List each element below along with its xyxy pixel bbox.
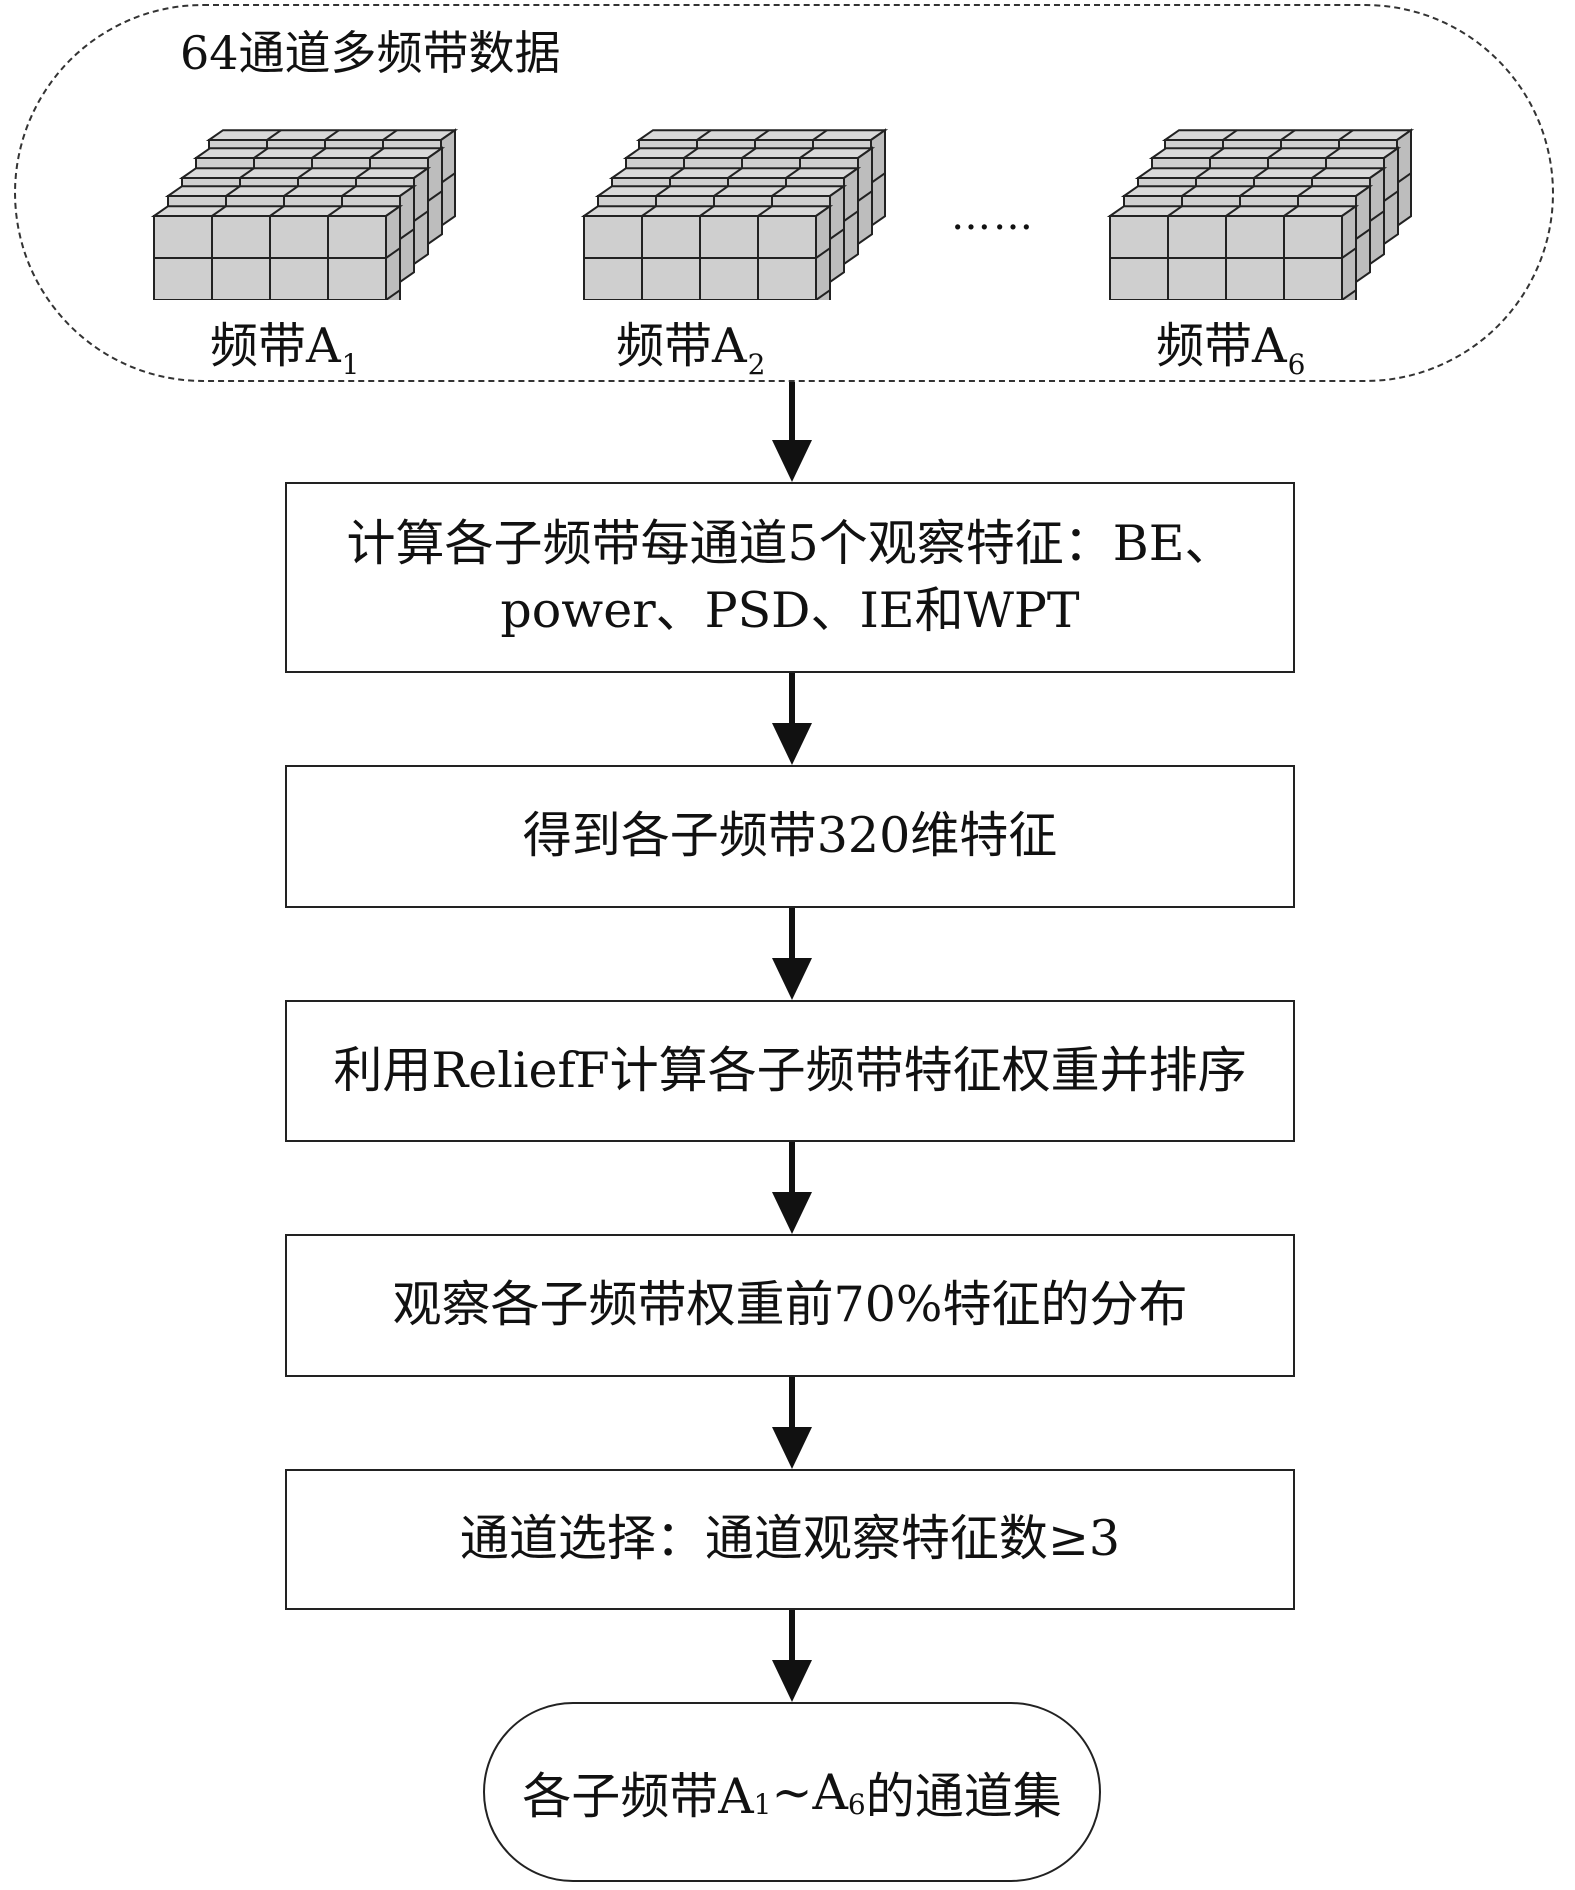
final-tilde: ~A bbox=[771, 1763, 848, 1821]
step-feature-dims-text: 得到各子频带320维特征 bbox=[522, 807, 1058, 865]
step-observe-distribution: 观察各子频带权重前70%特征的分布 bbox=[285, 1234, 1295, 1377]
step-channel-selection-text: 通道选择：通道观察特征数≥3 bbox=[459, 1510, 1121, 1568]
step-compute-features-line2: power、PSD、IE和WPT bbox=[500, 581, 1080, 639]
arrow-down-icon bbox=[772, 908, 812, 1000]
step-relieff-ranking: 利用ReliefF计算各子频带特征权重并排序 bbox=[285, 1000, 1295, 1142]
arrow-down-icon bbox=[772, 1377, 812, 1469]
band-label-a1: 频带A1 bbox=[210, 318, 360, 381]
step-observe-distribution-text: 观察各子频带权重前70%特征的分布 bbox=[392, 1276, 1188, 1334]
band-label-a6: 频带A6 bbox=[1156, 318, 1306, 381]
input-group-box bbox=[14, 4, 1554, 382]
arrow-down-icon bbox=[772, 673, 812, 765]
arrow-down-icon bbox=[772, 1142, 812, 1234]
band-a1-data-cube-icon bbox=[150, 128, 459, 300]
input-group-title: 64通道多频带数据 bbox=[180, 26, 561, 80]
arrow-down-icon bbox=[772, 1610, 812, 1702]
step-feature-dims: 得到各子频带320维特征 bbox=[285, 765, 1295, 908]
step-compute-features-line1: 计算各子频带每通道5个观察特征：BE、 bbox=[346, 515, 1234, 573]
band-a2-data-cube-icon bbox=[580, 128, 889, 300]
band-a6-data-cube-icon bbox=[1106, 128, 1415, 300]
step-channel-selection: 通道选择：通道观察特征数≥3 bbox=[285, 1469, 1295, 1610]
final-sub1: 1 bbox=[753, 1787, 772, 1821]
step-relieff-ranking-text: 利用ReliefF计算各子频带特征权重并排序 bbox=[333, 1041, 1247, 1099]
bands-ellipsis: …… bbox=[951, 193, 1035, 239]
step-compute-features: 计算各子频带每通道5个观察特征：BE、 power、PSD、IE和WPT bbox=[285, 482, 1295, 673]
band-label-a2: 频带A2 bbox=[616, 318, 766, 381]
final-suffix: 的通道集 bbox=[865, 1767, 1062, 1825]
arrow-down-icon bbox=[772, 382, 812, 482]
final-sub2: 6 bbox=[847, 1787, 866, 1821]
final-prefix: 各子频带A bbox=[522, 1767, 754, 1825]
